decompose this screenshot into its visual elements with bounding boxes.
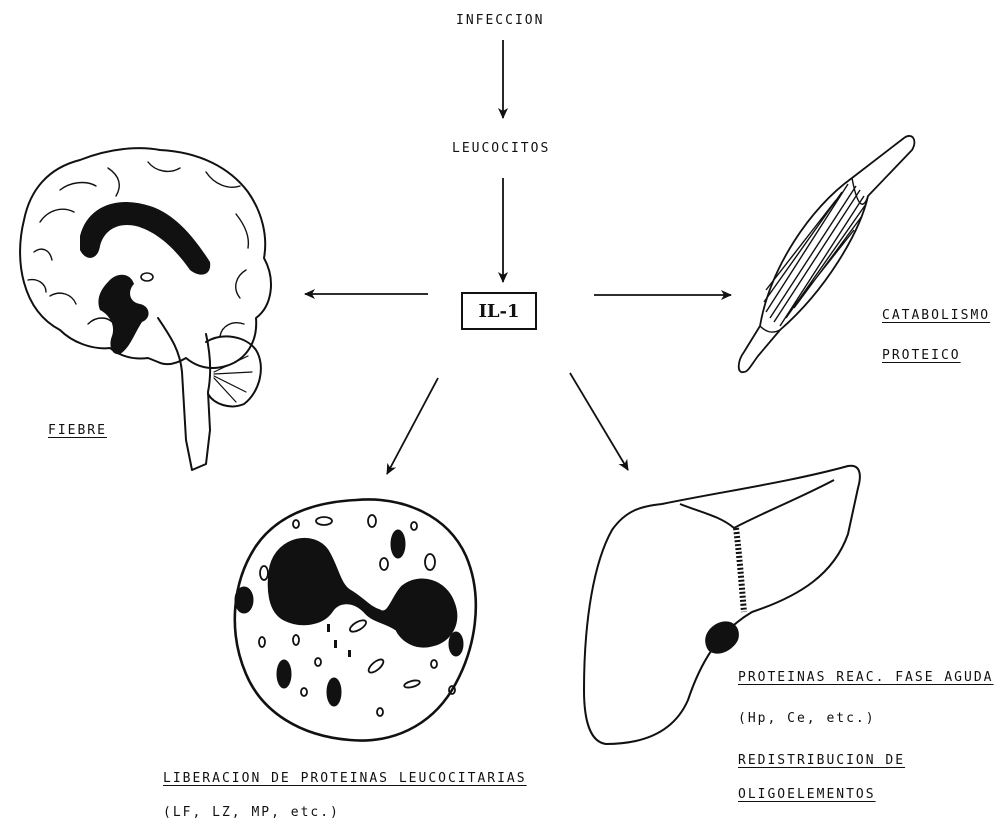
- redistribution-label-line2: OLIGOELEMENTOS: [738, 788, 876, 801]
- brain-icon: [20, 148, 271, 470]
- infection-label: INFECCION: [456, 14, 544, 27]
- leukocytes-label: LEUCOCITOS: [452, 142, 550, 155]
- arrow-il1-to-liver: [570, 373, 628, 470]
- leukocyte-cell-icon: [235, 499, 476, 740]
- leukocyte-proteins-label: LIBERACION DE PROTEINAS LEUCOCITARIAS: [163, 772, 527, 785]
- acute-phase-examples: (Hp, Ce, etc.): [738, 712, 876, 725]
- muscle-icon: [739, 136, 915, 372]
- catabolism-label-line1: CATABOLISMO: [882, 309, 990, 322]
- arrow-il1-to-leukocyte-proteins: [387, 378, 438, 474]
- acute-phase-label: PROTEINAS REAC. FASE AGUDA: [738, 671, 994, 684]
- catabolism-label-line2: PROTEICO: [882, 349, 961, 362]
- leukocyte-proteins-examples: (LF, LZ, MP, etc.): [163, 806, 340, 819]
- redistribution-label-line1: REDISTRIBUCION DE: [738, 754, 905, 767]
- fever-label: FIEBRE: [48, 424, 107, 437]
- liver-icon: [584, 466, 860, 744]
- il1-box: IL-1: [461, 292, 537, 330]
